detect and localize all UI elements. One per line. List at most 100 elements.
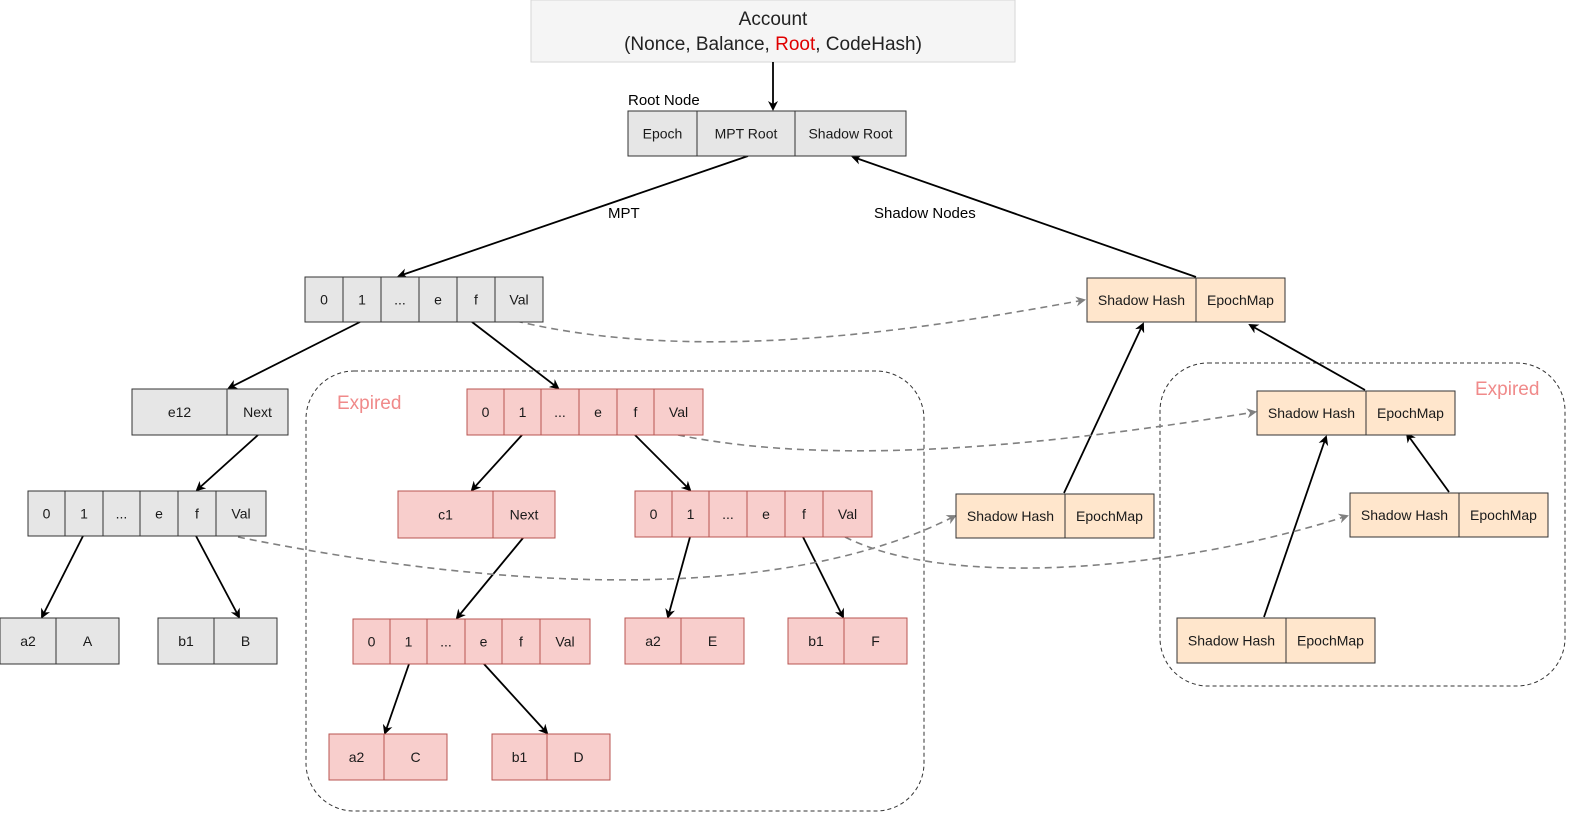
edge-c1-to-exp-low (455, 537, 524, 620)
node-cell-label: 0 (650, 506, 658, 522)
node-cell-label: Val (555, 634, 574, 650)
node-cell-label: EpochMap (1207, 292, 1274, 308)
node-cell-label: Epoch (643, 126, 683, 142)
node-cell-label: a2 (20, 633, 36, 649)
node-cell-label: b1 (808, 633, 824, 649)
node-cell-label: e12 (168, 404, 192, 420)
node-root: Epoch MPT Root Shadow Root (627, 110, 907, 157)
shadow-nodes-label: Shadow Nodes (874, 205, 976, 222)
node-cell (501, 618, 541, 665)
node-cell (822, 490, 873, 538)
expired-region-left (305, 370, 925, 812)
node-cell-label: e (762, 506, 770, 522)
node-cell-label: 1 (405, 634, 413, 650)
node-cell (1365, 390, 1456, 436)
node-cell (157, 617, 215, 665)
node-cell (1349, 492, 1460, 538)
node-cell (794, 110, 907, 157)
edge-shadow-exp-top-to-shadow-top (1248, 324, 1366, 391)
node-cell (627, 110, 698, 157)
node-cell (380, 276, 420, 323)
node-cell-label: Shadow Hash (1361, 507, 1448, 523)
node-cell-label: F (871, 633, 880, 649)
edge-exp-top-to-c1 (470, 434, 523, 492)
node-cell (383, 733, 448, 781)
node-cell-label: 1 (687, 506, 695, 522)
node-cell-label: Val (509, 292, 528, 308)
node-cell-label: EpochMap (1297, 633, 1364, 649)
node-cell-label: E (708, 633, 717, 649)
node-cell (540, 388, 580, 436)
root-node-label: Root Node (628, 92, 700, 109)
node-cell (215, 490, 267, 537)
node-cell-label: f (195, 506, 199, 522)
node-cell-label: e (434, 292, 442, 308)
edge-branch-top-to-e12 (227, 321, 361, 389)
node-cell-label: f (634, 404, 638, 420)
node-cell-label: EpochMap (1076, 508, 1143, 524)
node-cell (1064, 493, 1155, 539)
node-cell (680, 617, 745, 665)
node-cell (1256, 390, 1367, 436)
node-cell (418, 276, 458, 323)
account-title: Account (739, 9, 808, 30)
node-cell-label: Shadow Hash (1188, 633, 1275, 649)
node-cell-label: Shadow Root (808, 126, 892, 142)
node-cell (494, 276, 544, 323)
node-cell-label: f (519, 634, 523, 650)
node-cell-label: ... (116, 506, 128, 522)
node-cell-label: EpochMap (1470, 507, 1537, 523)
dashed-exp-right-to-shadow-exp-mid (844, 513, 1349, 569)
node-cell (213, 617, 278, 665)
node-cell (653, 388, 704, 436)
edge-e12-to-branch-mid (195, 434, 259, 492)
node-cell-label: ... (722, 506, 734, 522)
node-cell (389, 618, 428, 665)
node-cell-label: a2 (645, 633, 661, 649)
node-shadow-exp-mid: Shadow Hash EpochMap (1349, 492, 1549, 538)
edge-shadow-mid-to-shadow-top (1063, 322, 1145, 494)
edge-exp-top-to-exp-right (634, 434, 692, 492)
node-cell (1086, 277, 1197, 323)
edge-branch-top-to-exp-top (471, 321, 560, 390)
expired-region-right (1159, 362, 1566, 687)
edge-branch-mid-to-b1B (195, 535, 240, 619)
node-cell (616, 388, 655, 436)
edge-exp-low-to-a2C (382, 663, 410, 735)
node-cell (671, 490, 710, 538)
node-cell-label: c1 (438, 507, 453, 523)
account-box: Account (Nonce, Balance, Root, CodeHash) (530, 0, 1016, 63)
account-fields: (Nonce, Balance, Root, CodeHash) (624, 34, 922, 55)
node-cell-label: ... (394, 292, 406, 308)
node-cell (1195, 277, 1286, 323)
node-cell (64, 490, 104, 537)
node-cell-label: D (573, 749, 583, 765)
node-exp-ext-c1: c1 Next (397, 490, 556, 539)
node-cell-label: 1 (519, 404, 527, 420)
node-cell-label: 1 (80, 506, 88, 522)
node-cell (784, 490, 824, 538)
node-cell-label: 0 (43, 506, 51, 522)
expired-label-left: Expired (337, 393, 401, 414)
node-cell-label: Shadow Hash (1098, 292, 1185, 308)
node-cell (492, 490, 556, 539)
node-cell-label: Val (231, 506, 250, 522)
node-cell-label: B (241, 633, 250, 649)
node-cell (304, 276, 344, 323)
node-cell-label: MPT Root (715, 126, 778, 142)
node-cell-label: 0 (368, 634, 376, 650)
node-exp-leaf-a2-E: a2 E (624, 617, 745, 665)
node-cell (456, 276, 496, 323)
node-cell-label: EpochMap (1377, 405, 1444, 421)
node-cell-label: Next (510, 507, 539, 523)
